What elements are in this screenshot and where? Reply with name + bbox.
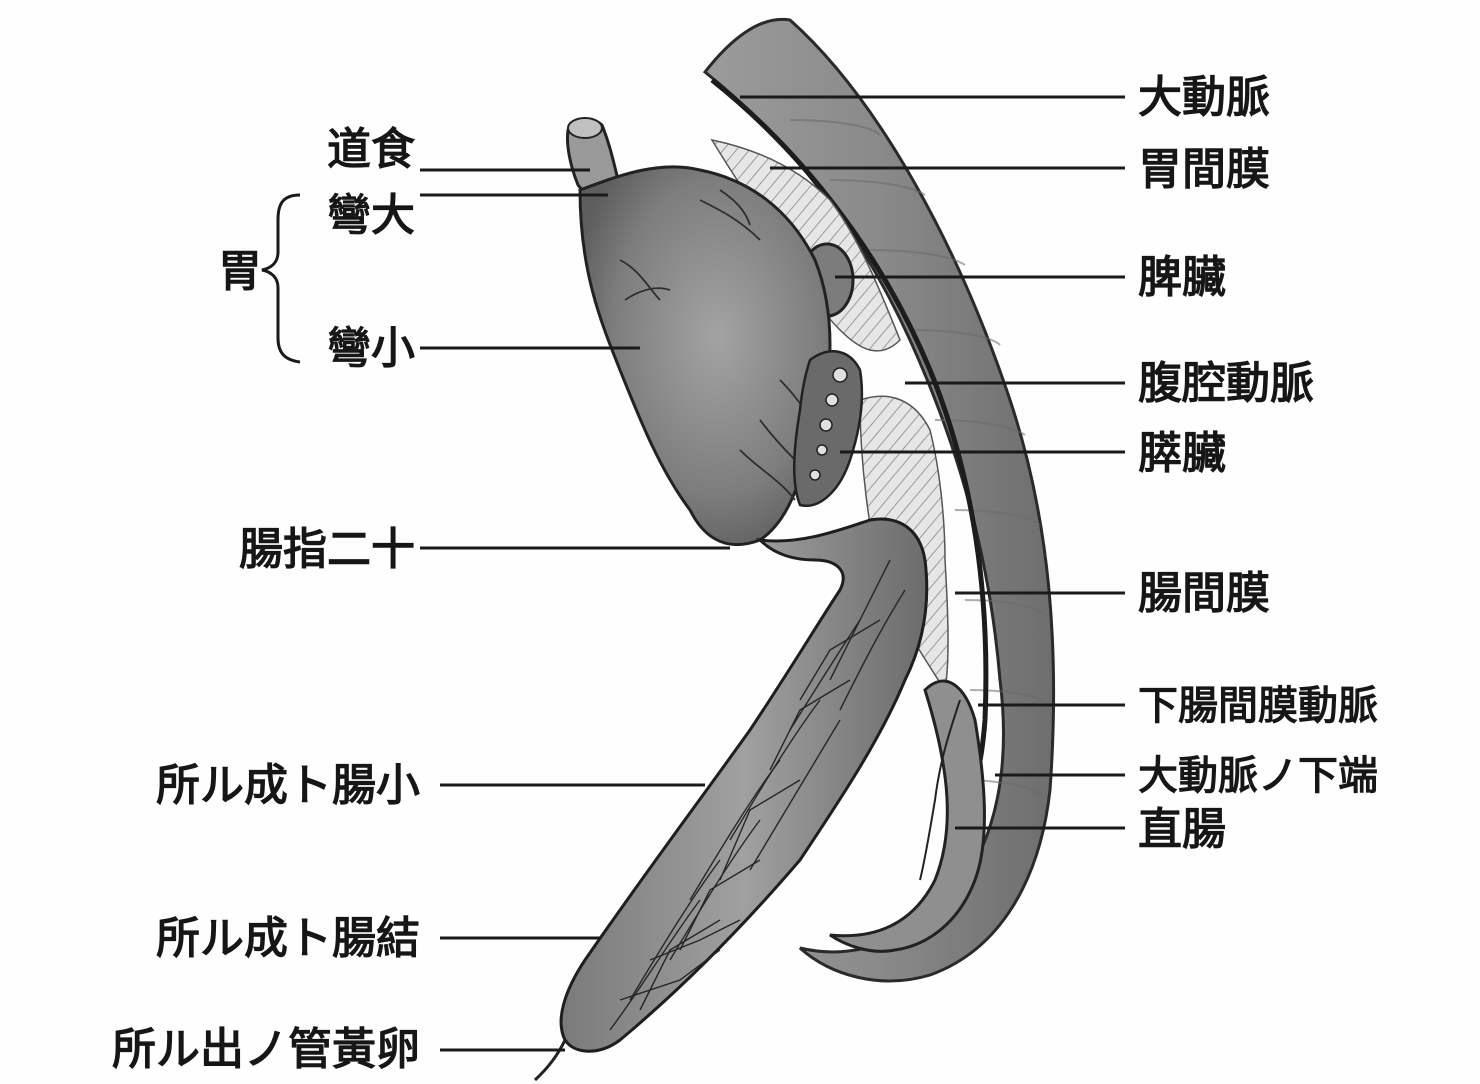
label-pancreas: 膵臟: [1138, 430, 1226, 478]
label-yolk-duct-exit: 所ル出ノ管黃卵: [20, 1026, 420, 1074]
label-spleen: 脾臟: [1138, 254, 1226, 302]
label-greater-curvature: 彎大: [300, 192, 415, 240]
label-aorta: 大動脈: [1138, 74, 1270, 122]
stomach-organ: [580, 167, 830, 545]
label-lesser-curvature: 彎小: [300, 325, 415, 373]
label-small-intestine-part: 所ル成ト腸小: [80, 762, 420, 810]
label-duodenum: 腸指二十: [190, 526, 415, 574]
label-mesentery: 腸間膜: [1138, 570, 1270, 618]
label-gastric-mesentery: 胃間膜: [1138, 146, 1270, 194]
label-stomach: 胃: [212, 248, 262, 296]
yolk-duct: [535, 1040, 565, 1080]
label-inferior-mesenteric-artery: 下腸間膜動脈: [1138, 682, 1378, 730]
label-celiac-artery: 腹腔動脈: [1138, 360, 1314, 408]
stomach-bracket: [262, 195, 300, 362]
label-colon-part: 所ル成ト腸結: [80, 915, 420, 963]
esophagus-opening: [568, 118, 602, 138]
label-rectum: 直腸: [1138, 806, 1226, 854]
label-aorta-lower-end: 大動脈ノ下端: [1138, 752, 1378, 800]
label-esophagus: 道食: [300, 126, 415, 174]
